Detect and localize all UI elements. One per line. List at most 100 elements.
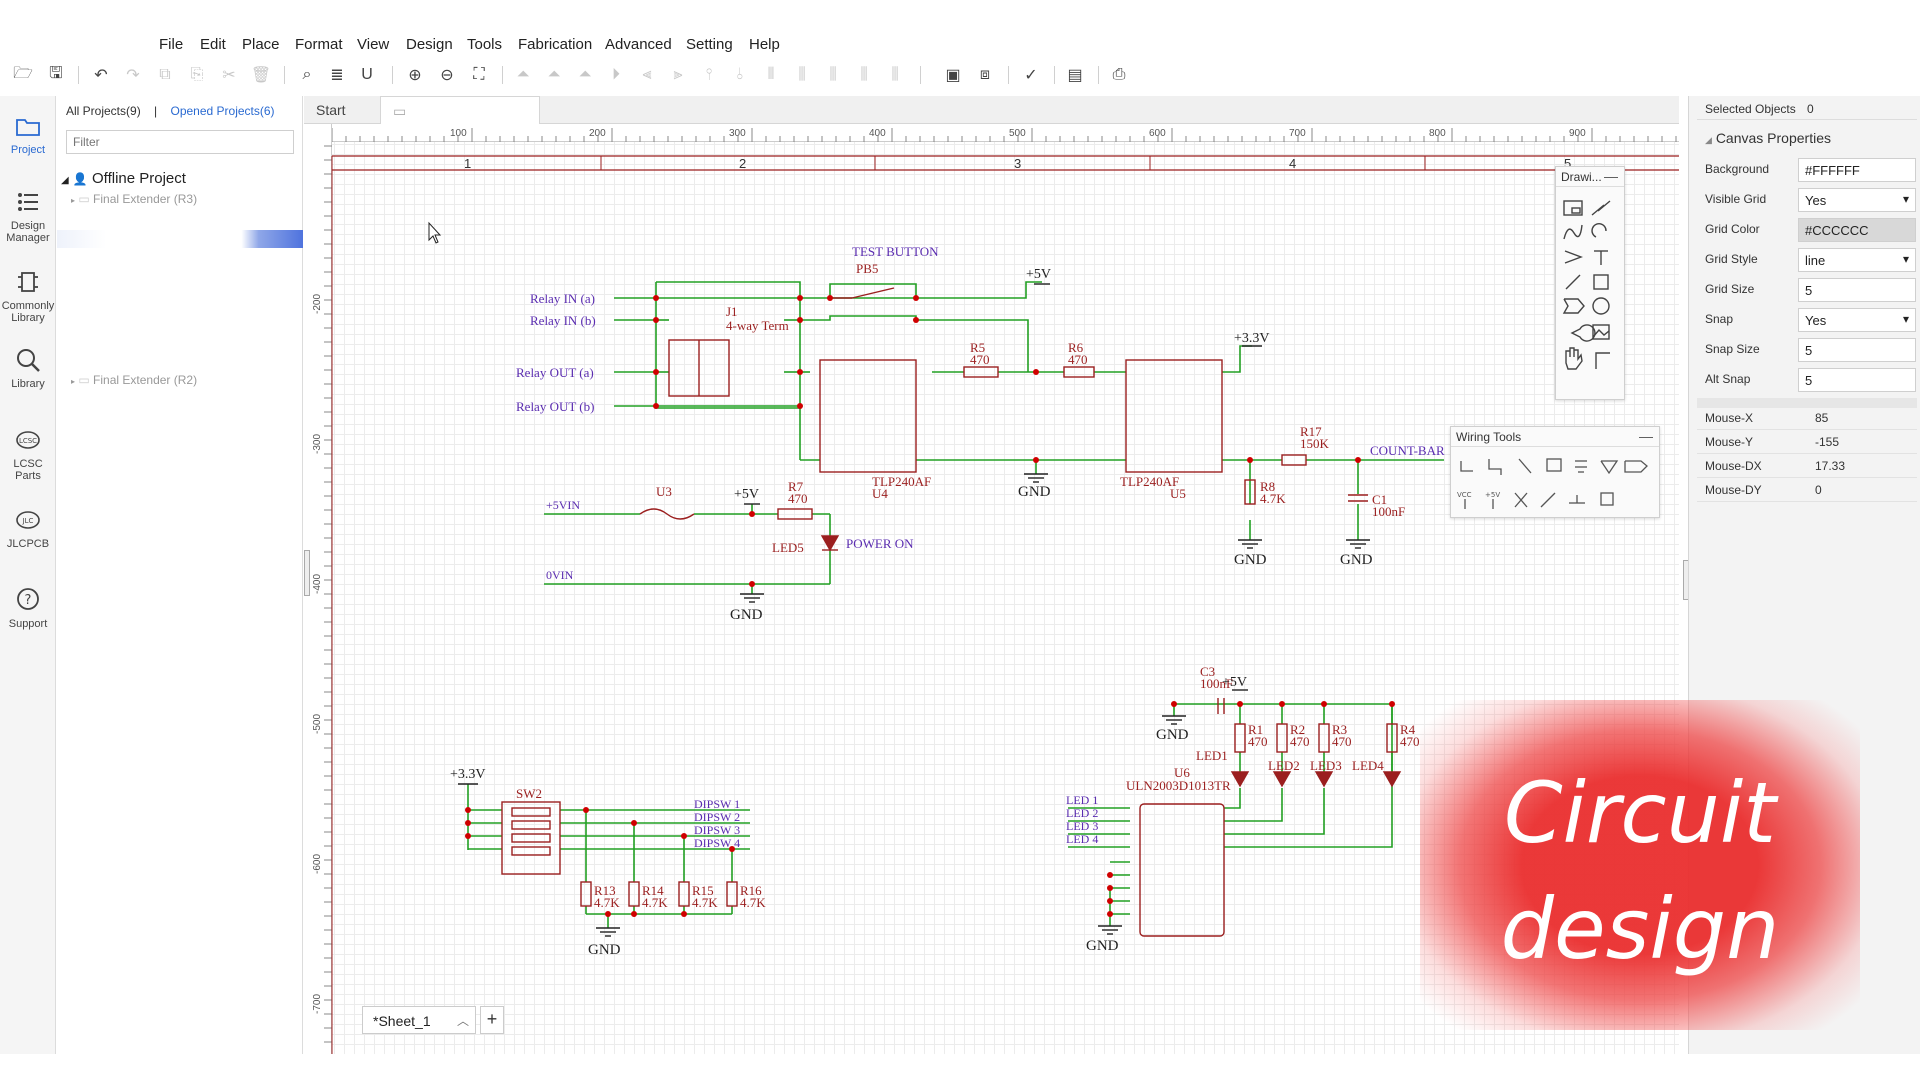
resistor-r7[interactable] [777,508,813,520]
pie-icon[interactable] [1570,324,1596,342]
open-folder-icon[interactable]: 🗁 [13,64,33,82]
snap-select[interactable]: Yes [1798,308,1916,332]
net-flag-gnd-icon[interactable] [1575,460,1587,473]
resistor-r8[interactable] [1244,479,1256,505]
distribute-icon[interactable]: ⫼ [798,66,806,83]
bom-icon[interactable]: ▤ [1067,67,1083,84]
align-icon[interactable]: ⏶ [547,66,561,83]
picture-icon[interactable] [1592,324,1610,340]
polyline-icon[interactable] [1591,200,1611,216]
resistor-r15[interactable] [678,881,690,907]
menu-fabrication[interactable]: Fabrication [518,36,593,53]
distribute-icon[interactable]: ⫼ [829,66,837,83]
align-top-icon[interactable]: ⫯ [705,66,713,83]
menu-format[interactable]: Format [295,36,343,53]
plus5v-flag-icon[interactable]: +5V [1485,491,1500,509]
optocoupler-u4[interactable] [819,359,917,473]
bezier-icon[interactable] [1563,224,1583,240]
led3[interactable] [1314,771,1334,788]
align-icon[interactable]: ⏶ [578,66,592,83]
arrowhead-icon[interactable] [1564,250,1583,264]
freehand-pencil-icon[interactable] [1565,274,1581,290]
align-right-icon[interactable]: ⫸ [673,66,683,83]
canvas-properties-heading[interactable]: ◢ Canvas Properties [1697,130,1831,146]
arc-icon[interactable] [1591,223,1607,238]
tree-item-project[interactable]: ▸ ▭ Final Extender (R3) [71,192,197,206]
minimize-icon[interactable]: — [1639,428,1653,444]
export-icon[interactable]: ⎙ [1112,66,1126,83]
menu-design[interactable]: Design [406,36,453,53]
schematic-drawing[interactable]: 1 2 3 4 5 [304,124,1679,1054]
led1[interactable] [1230,771,1250,788]
group-icon[interactable] [1600,492,1614,506]
menu-setting[interactable]: Setting [686,36,733,53]
expand-arrow-icon[interactable]: ◢ [61,175,69,186]
menu-edit[interactable]: Edit [200,36,226,53]
wiring-palette-title[interactable]: Wiring Tools — [1451,427,1659,447]
underline-icon[interactable]: U [361,66,373,83]
led5[interactable] [820,535,840,552]
menu-file[interactable]: File [159,36,184,53]
zoom-in-icon[interactable]: ⊕ [408,67,422,84]
resistor-r4[interactable] [1386,723,1398,753]
corner-line-icon[interactable] [1595,352,1610,369]
distribute-icon[interactable]: ⫼ [891,66,899,83]
menu-help[interactable]: Help [749,36,780,53]
voltage-probe-icon[interactable] [1569,495,1585,504]
nav-design-manager[interactable]: Design Manager [0,188,56,244]
menu-place[interactable]: Place [242,36,280,53]
tab-schematic[interactable]: ▭ [380,96,540,124]
background-color-input[interactable]: #FFFFFF [1798,158,1916,182]
visible-grid-select[interactable]: Yes [1798,188,1916,212]
grid-size-input[interactable]: 5 [1798,278,1916,302]
align-center-icon[interactable]: ⫴ [767,66,775,83]
nav-library[interactable]: Library [0,346,56,390]
bus-icon[interactable] [1488,459,1502,475]
menu-tools[interactable]: Tools [467,36,503,53]
grid-style-select[interactable]: line [1798,248,1916,272]
tree-root[interactable]: ◢ 👤 Offline Project [61,170,186,187]
resistor-r6[interactable] [1063,366,1095,378]
save-icon[interactable]: 🖫 [49,64,63,82]
cut-icon[interactable]: ✂ [222,67,236,84]
drawing-palette-title[interactable]: Drawi... — [1556,167,1624,187]
minimize-icon[interactable]: — [1604,168,1618,184]
image-icon[interactable]: ▣ [945,67,961,84]
menu-view[interactable]: View [357,36,390,53]
grid-color-input[interactable]: #CCCCCC [1798,218,1916,242]
image-frame-icon[interactable] [1563,200,1583,216]
resistor-r2[interactable] [1276,723,1288,753]
text-format-icon[interactable]: ≣ [330,67,344,84]
net-label-icon[interactable] [1546,458,1562,472]
net-port-icon[interactable] [1600,460,1619,475]
resistor-r13[interactable] [580,881,592,907]
design-check-icon[interactable]: ✓ [1024,67,1038,84]
undo-icon[interactable]: ↶ [94,67,108,84]
search-icon[interactable]: ⌕ [302,66,312,83]
snap-size-input[interactable]: 5 [1798,338,1916,362]
menu-advanced[interactable]: Advanced [605,36,672,53]
delete-icon[interactable]: 🗑 [250,67,272,84]
nav-lcsc-parts[interactable]: LCSC LCSC Parts [0,426,56,482]
tab-all-projects[interactable]: All Projects(9) [66,104,141,118]
add-sheet-button[interactable]: + [480,1006,504,1034]
pin-icon[interactable] [1624,460,1648,473]
layers-icon[interactable]: ⧈ [979,66,991,83]
redo-icon[interactable]: ↷ [126,67,140,84]
project-filter-input[interactable] [66,130,294,154]
align-icon[interactable]: ⏵ [611,66,620,83]
resistor-r1[interactable] [1234,723,1246,753]
selected-tree-row[interactable] [57,230,303,248]
resistor-r17[interactable] [1281,454,1307,466]
tree-item-project[interactable]: ▸ ▭ Final Extender (R2) [71,373,197,387]
nav-project[interactable]: Project [0,112,56,156]
distribute-icon[interactable]: ⫼ [860,66,868,83]
resistor-r14[interactable] [628,881,640,907]
nav-jlcpcb[interactable]: JLC JLCPCB [0,506,56,550]
align-left-icon[interactable]: ⫷ [642,66,652,83]
led2[interactable] [1272,771,1292,788]
led4[interactable] [1382,771,1402,788]
sheet-tab[interactable]: *Sheet_1 ︿ [362,1006,476,1034]
wire-icon[interactable] [1460,461,1473,472]
nav-support[interactable]: ? Support [0,586,56,630]
